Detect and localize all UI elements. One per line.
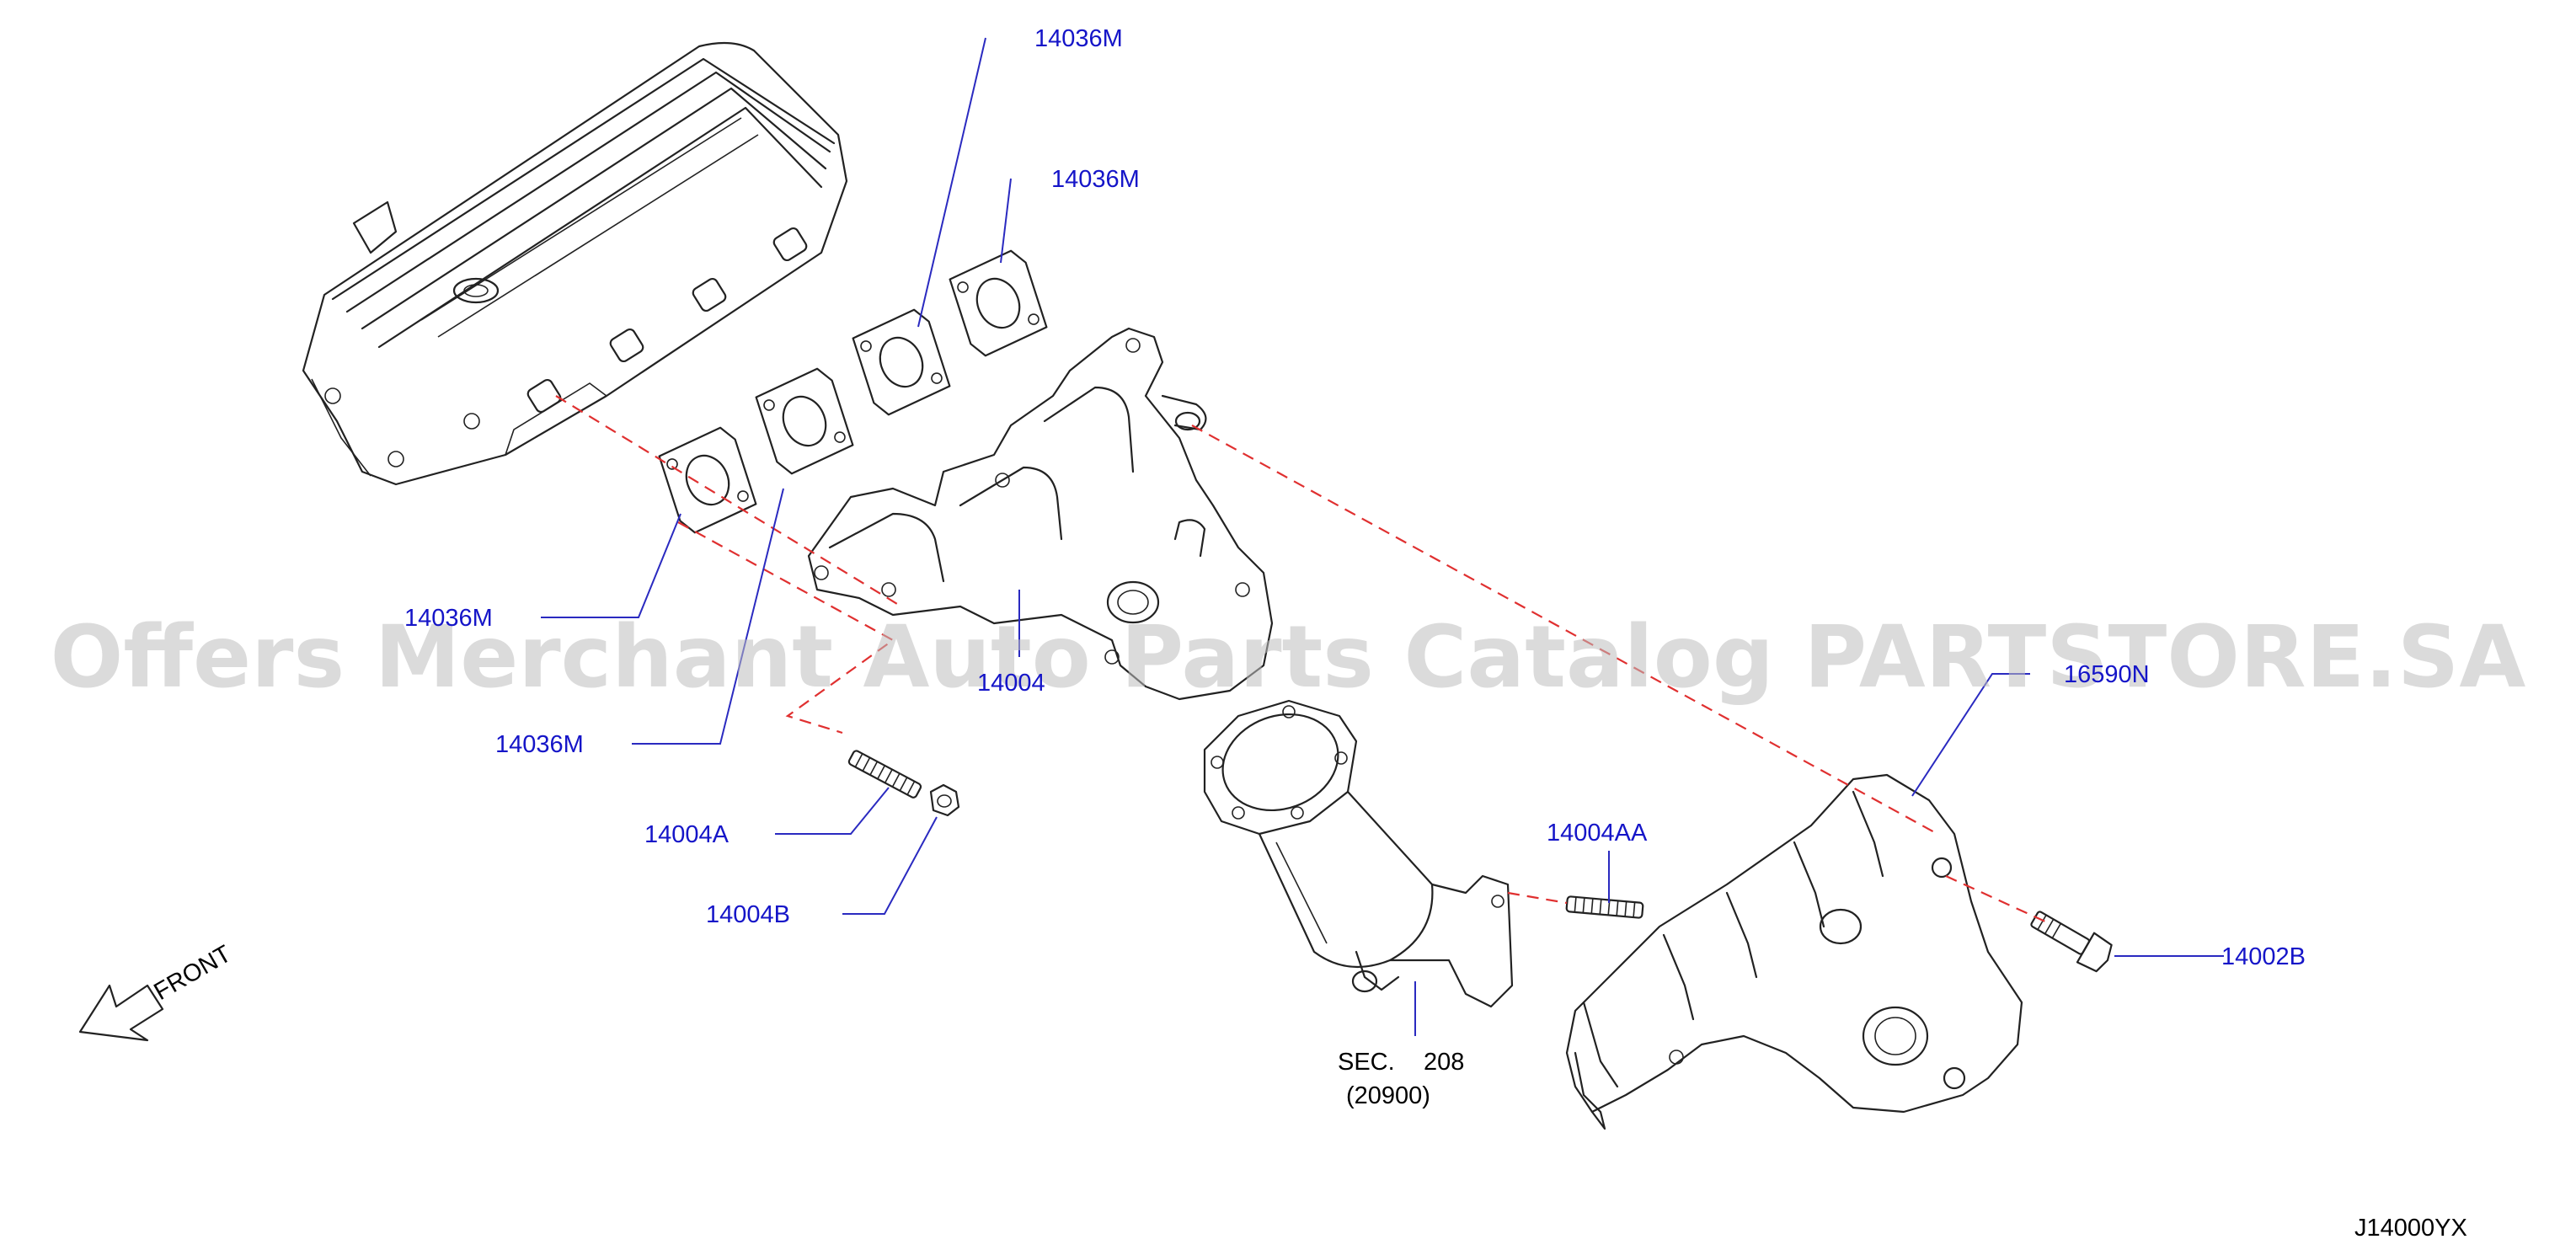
section-sub: (20900) [1346, 1082, 1430, 1109]
gasket-4[interactable] [943, 248, 1055, 360]
bolt-14002B[interactable] [2026, 904, 2116, 975]
gasket-1[interactable] [652, 425, 764, 537]
front-label: FRONT [150, 940, 237, 1006]
label-14004[interactable]: 14004 [977, 670, 1045, 697]
label-14004AA[interactable]: 14004AA [1547, 820, 1648, 847]
front-indicator: FRONT [78, 940, 237, 1042]
front-arrow-icon [78, 984, 164, 1042]
gasket-3[interactable] [846, 307, 958, 419]
leader-lines [541, 37, 2224, 1036]
label-14036M-top[interactable]: 14036M [1034, 25, 1123, 52]
label-14004A[interactable]: 14004A [644, 821, 730, 848]
section-link-208[interactable]: 208 [1424, 1049, 1464, 1076]
alignment-lines [555, 395, 2048, 923]
diagram-code: J14000YX [2354, 1215, 2467, 1242]
stud-14004AA[interactable] [1565, 895, 1644, 919]
label-14036M-left-upper[interactable]: 14036M [404, 605, 493, 632]
label-14002B[interactable]: 14002B [2221, 943, 2306, 970]
catalytic-converter[interactable] [1203, 698, 1514, 1008]
heat-cover[interactable] [1565, 773, 2023, 1130]
label-14004B[interactable]: 14004B [706, 901, 790, 928]
cylinder-head [302, 41, 848, 486]
nut-14004B[interactable] [929, 783, 960, 817]
part-labels: 14036M 14036M 14036M 14036M 14004 14004A… [404, 25, 2306, 970]
watermark-text: Offers Merchant Auto Parts Catalog PARTS… [51, 607, 2526, 708]
label-16590N[interactable]: 16590N [2064, 661, 2150, 688]
label-14036M-second[interactable]: 14036M [1051, 166, 1140, 193]
section-prefix: SEC. [1338, 1049, 1395, 1076]
stud-14004A[interactable] [847, 750, 922, 799]
section-reference: SEC. 208 (20900) [1338, 1049, 1464, 1109]
gasket-2[interactable] [749, 366, 861, 478]
label-14036M-left-lower[interactable]: 14036M [495, 731, 584, 758]
